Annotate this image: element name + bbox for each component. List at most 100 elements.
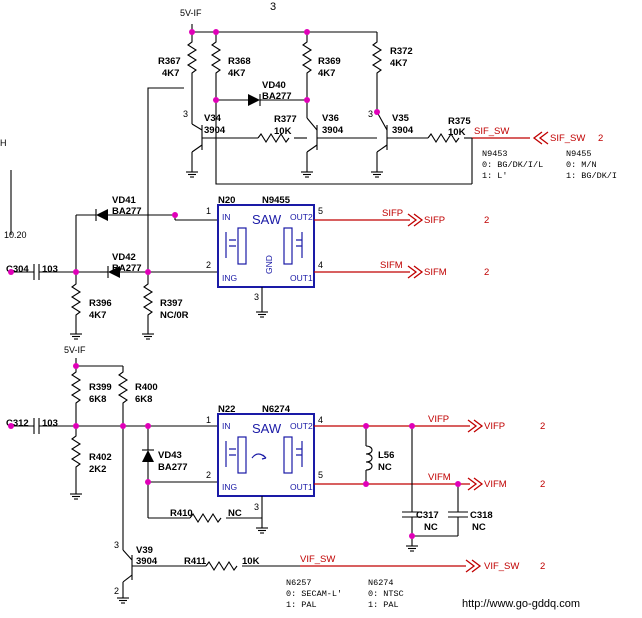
- sifm-sheet: 2: [484, 267, 489, 278]
- n22-idt-left: [225, 441, 236, 467]
- resistor-r400: [117, 366, 129, 545]
- v35-value: 3904: [392, 125, 414, 136]
- sifp-sheet: 2: [484, 215, 489, 226]
- v36-emitter: [306, 144, 318, 153]
- note-bottom-right-1: N6274: [368, 578, 394, 588]
- ground-icon: [405, 545, 419, 552]
- vif-sw-offpage: VIF_SW: [484, 561, 519, 572]
- n20-pin4: 4: [318, 260, 323, 270]
- vd42-diode-body: [108, 266, 120, 278]
- resistor-r369: [301, 32, 313, 118]
- vd41-diode-body: [96, 209, 108, 221]
- edge-label-h: H: [0, 138, 7, 148]
- n22-transducer-right: [283, 436, 293, 474]
- r397-ref: R397: [160, 298, 183, 309]
- n20-out1-label: OUT1: [290, 273, 313, 283]
- watermark-url: http://www.go-gddq.com: [462, 598, 580, 610]
- ground-icon: [255, 527, 269, 534]
- junction-dot: [213, 29, 219, 35]
- ctrl-return-wire: [215, 100, 472, 185]
- n20-idt-left: [225, 232, 236, 258]
- n20-out2-label: OUT2: [290, 212, 313, 222]
- r369-ref: R369: [318, 56, 341, 67]
- n20-pin3: 3: [254, 292, 259, 302]
- r397-value: NC/0R: [160, 310, 189, 321]
- junction-dot: [73, 269, 79, 275]
- l56-ref: L56: [378, 450, 394, 461]
- n20-pin5: 5: [318, 206, 323, 216]
- n20-gnd-label: GND: [264, 255, 274, 274]
- v36-collector: [306, 117, 318, 131]
- c304-value: 103: [42, 264, 58, 275]
- resistor-r372: [371, 32, 383, 112]
- v34-pin: 3: [183, 109, 188, 119]
- edge-label-value: 10.20: [4, 230, 27, 240]
- n20-transducer-right: [283, 227, 293, 265]
- junction-dot: [304, 29, 310, 35]
- vd40-diode-body: [248, 94, 260, 106]
- n20-idt-right: [296, 232, 303, 258]
- junction-dot: [120, 423, 126, 429]
- junction-dot: [363, 423, 369, 429]
- vd42-bias-wire: [147, 87, 184, 272]
- resistor-r375: [427, 132, 460, 144]
- sifm-offpage-icon: [407, 265, 424, 279]
- r369-value: 4K7: [318, 68, 335, 79]
- vifp-sheet: 2: [540, 421, 545, 432]
- junction-dot: [409, 533, 415, 539]
- n22-saw-box: [217, 413, 315, 497]
- note-top-left-2: 0: BG/DK/I/L: [482, 160, 543, 170]
- v36-value: 3904: [322, 125, 344, 136]
- r396-ref: R396: [89, 298, 112, 309]
- junction-dot: [145, 479, 151, 485]
- c318-value: NC: [472, 522, 486, 533]
- n22-part: N6274: [262, 404, 291, 415]
- note-top-left-1: N9453: [482, 149, 508, 159]
- resistor-r377: [257, 132, 290, 144]
- r368-value: 4K7: [228, 68, 245, 79]
- v34-collector: [191, 123, 203, 131]
- n20-part: N9455: [262, 195, 291, 206]
- sifp-offpage: SIFP: [424, 215, 445, 226]
- ground-icon: [141, 333, 155, 340]
- n22-pin1: 1: [206, 415, 211, 425]
- r372-ref: R372: [390, 46, 413, 57]
- note-bottom-left-1: N6257: [286, 578, 312, 588]
- c312-value: 103: [42, 418, 58, 429]
- sif-sw-sheet: 2: [598, 133, 603, 144]
- vd43-ref: VD43: [158, 450, 182, 461]
- junction-dot: [363, 481, 369, 487]
- v39-value: 3904: [136, 556, 158, 567]
- note-top-right-1: N9455: [566, 149, 592, 159]
- inductor-l56: [365, 445, 373, 471]
- n22-ref: N22: [218, 404, 235, 415]
- v39-emitter: [122, 574, 133, 583]
- resistor-r410: [189, 512, 222, 524]
- note-bottom-right-2: 0: NTSC: [368, 589, 404, 599]
- vifp-offpage-icon: [467, 419, 484, 433]
- r410-ref: R410: [170, 508, 193, 519]
- sif-sw-net: SIF_SW: [474, 126, 509, 137]
- junction-dot: [374, 109, 380, 115]
- sif-sw-offpage-icon: [532, 131, 549, 145]
- vd41-ref: VD41: [112, 195, 136, 206]
- ground-icon: [116, 597, 130, 604]
- n20-pin2: 2: [206, 260, 211, 270]
- note-bottom-left-2: 0: SECAM-L': [286, 589, 342, 599]
- v34-emitter: [191, 144, 203, 153]
- vif-sw-offpage-icon: [465, 559, 482, 573]
- v34-value: 3904: [204, 125, 226, 136]
- note-top-left-3: 1: L': [482, 171, 508, 181]
- r411-ref: R411: [184, 556, 207, 567]
- c317-value: NC: [424, 522, 438, 533]
- v34-ref: V34: [204, 113, 222, 124]
- r377-value: 10K: [274, 126, 292, 137]
- c317-ref: C317: [416, 510, 439, 521]
- n20-in-label: IN: [222, 212, 231, 222]
- junction-dot: [409, 423, 415, 429]
- note-bottom-right-3: 1: PAL: [368, 600, 399, 610]
- r375-value: 10K: [448, 127, 466, 138]
- v35-pin: 3: [368, 109, 373, 119]
